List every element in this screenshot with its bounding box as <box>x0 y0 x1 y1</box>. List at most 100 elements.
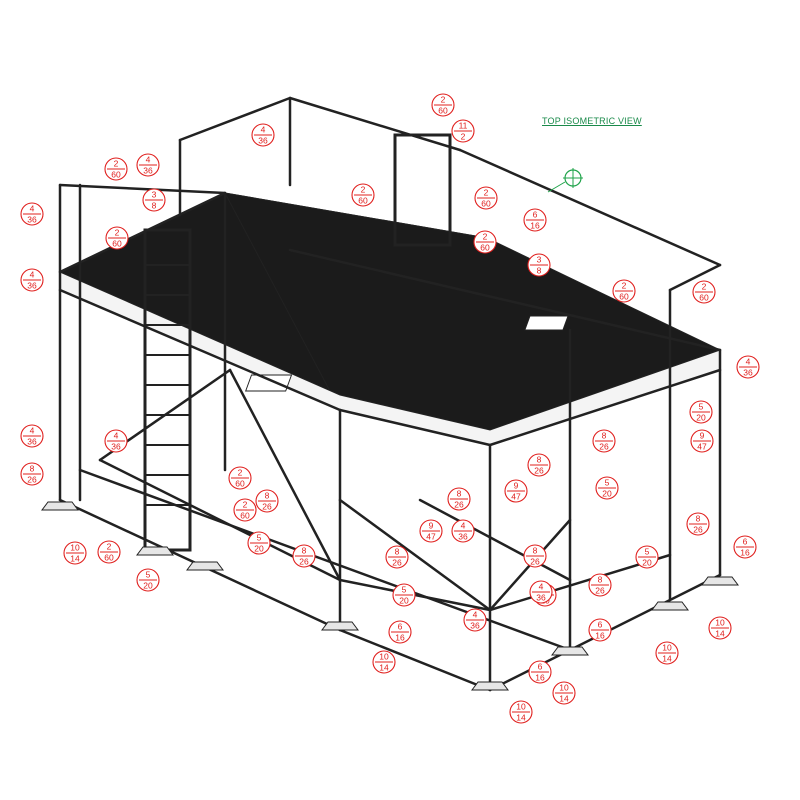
part-callout: 260 <box>104 157 128 181</box>
pipe-member <box>228 368 342 582</box>
callout-quantity: 26 <box>693 525 703 535</box>
part-callout: 436 <box>136 153 160 177</box>
callout-item-number: 8 <box>457 489 462 499</box>
callout-item-number: 2 <box>622 281 627 291</box>
callout-item-number: 11 <box>459 121 468 131</box>
part-callout: 826 <box>447 487 471 511</box>
callout-item-number: 2 <box>441 95 446 105</box>
part-callout: 436 <box>20 202 44 226</box>
part-callout: 947 <box>690 429 714 453</box>
callout-quantity: 36 <box>743 368 753 378</box>
callout-quantity: 14 <box>379 663 389 673</box>
callout-quantity: 2 <box>461 132 466 142</box>
callout-quantity: 20 <box>143 581 153 591</box>
callout-item-number: 5 <box>605 478 610 488</box>
callout-item-number: 8 <box>533 546 538 556</box>
callout-item-number: 6 <box>533 210 538 220</box>
callout-item-number: 4 <box>473 610 478 620</box>
callout-quantity: 26 <box>392 558 402 568</box>
callout-quantity: 60 <box>438 106 448 116</box>
deck-hatch <box>245 374 293 392</box>
scaffold-structure <box>41 96 739 692</box>
part-callout: 436 <box>20 424 44 448</box>
callout-item-number: 2 <box>115 228 120 238</box>
callout-quantity: 20 <box>254 544 264 554</box>
part-callout: 260 <box>474 186 498 210</box>
callout-quantity: 26 <box>530 557 540 567</box>
callout-item-number: 2 <box>702 282 707 292</box>
base-plate <box>551 646 589 656</box>
callout-item-number: 10 <box>559 683 569 693</box>
callout-item-number: 8 <box>302 546 307 556</box>
callout-item-number: 5 <box>146 570 151 580</box>
part-callout: 947 <box>504 479 528 503</box>
callout-item-number: 6 <box>538 662 543 672</box>
callout-quantity: 60 <box>235 479 245 489</box>
pipe-member <box>288 248 722 352</box>
callout-quantity: 14 <box>715 629 725 639</box>
callout-quantity: 16 <box>595 631 605 641</box>
callout-item-number: 8 <box>696 514 701 524</box>
callout-quantity: 60 <box>481 199 491 209</box>
callout-quantity: 36 <box>258 136 268 146</box>
pipe-member <box>178 96 292 142</box>
callout-quantity: 26 <box>534 466 544 476</box>
part-callout: 826 <box>592 429 616 453</box>
part-callout: 826 <box>588 573 612 597</box>
part-callout: 436 <box>463 608 487 632</box>
callout-item-number: 10 <box>70 543 80 553</box>
callout-item-number: 4 <box>746 357 751 367</box>
callout-quantity: 36 <box>458 532 468 542</box>
pipe-member <box>58 288 342 412</box>
part-callout: 826 <box>292 544 316 568</box>
callout-quantity: 26 <box>595 586 605 596</box>
callout-item-number: 2 <box>361 185 366 195</box>
callout-item-number: 8 <box>265 491 270 501</box>
callout-quantity: 20 <box>602 489 612 499</box>
part-callout: 520 <box>635 545 659 569</box>
callout-item-number: 9 <box>700 431 705 441</box>
callout-item-number: 2 <box>114 159 119 169</box>
pipe-member <box>668 263 722 292</box>
callout-item-number: 10 <box>662 643 672 653</box>
part-callout: 826 <box>20 462 44 486</box>
part-callout: 520 <box>392 583 416 607</box>
callout-quantity: 20 <box>642 558 652 568</box>
base-plate <box>321 621 359 631</box>
pipe-member <box>58 183 227 195</box>
callout-quantity: 26 <box>262 502 272 512</box>
part-callout: 616 <box>388 620 412 644</box>
callout-item-number: 4 <box>30 270 35 280</box>
part-callout: 260 <box>473 230 497 254</box>
callout-quantity: 16 <box>740 548 750 558</box>
part-callout: 38 <box>527 253 551 277</box>
callout-quantity: 26 <box>599 442 609 452</box>
part-callout: 260 <box>228 466 252 490</box>
callout-quantity: 36 <box>536 593 546 603</box>
callout-quantity: 60 <box>619 292 629 302</box>
callout-item-number: 5 <box>402 585 407 595</box>
deck-hatch <box>524 315 569 331</box>
callout-quantity: 14 <box>70 554 80 564</box>
pipe-member <box>338 628 492 692</box>
callout-quantity: 36 <box>27 281 37 291</box>
base-plate <box>186 561 224 571</box>
callout-item-number: 8 <box>537 455 542 465</box>
callout-item-number: 8 <box>598 575 603 585</box>
callout-item-number: 4 <box>461 521 466 531</box>
callout-item-number: 2 <box>243 500 248 510</box>
part-callout: 436 <box>529 580 553 604</box>
part-callout: 436 <box>251 123 275 147</box>
callout-quantity: 36 <box>27 215 37 225</box>
callout-quantity: 60 <box>104 553 114 563</box>
part-callout: 260 <box>612 279 636 303</box>
callout-item-number: 2 <box>483 232 488 242</box>
part-callout: 520 <box>247 531 271 555</box>
part-callout: 260 <box>233 498 257 522</box>
